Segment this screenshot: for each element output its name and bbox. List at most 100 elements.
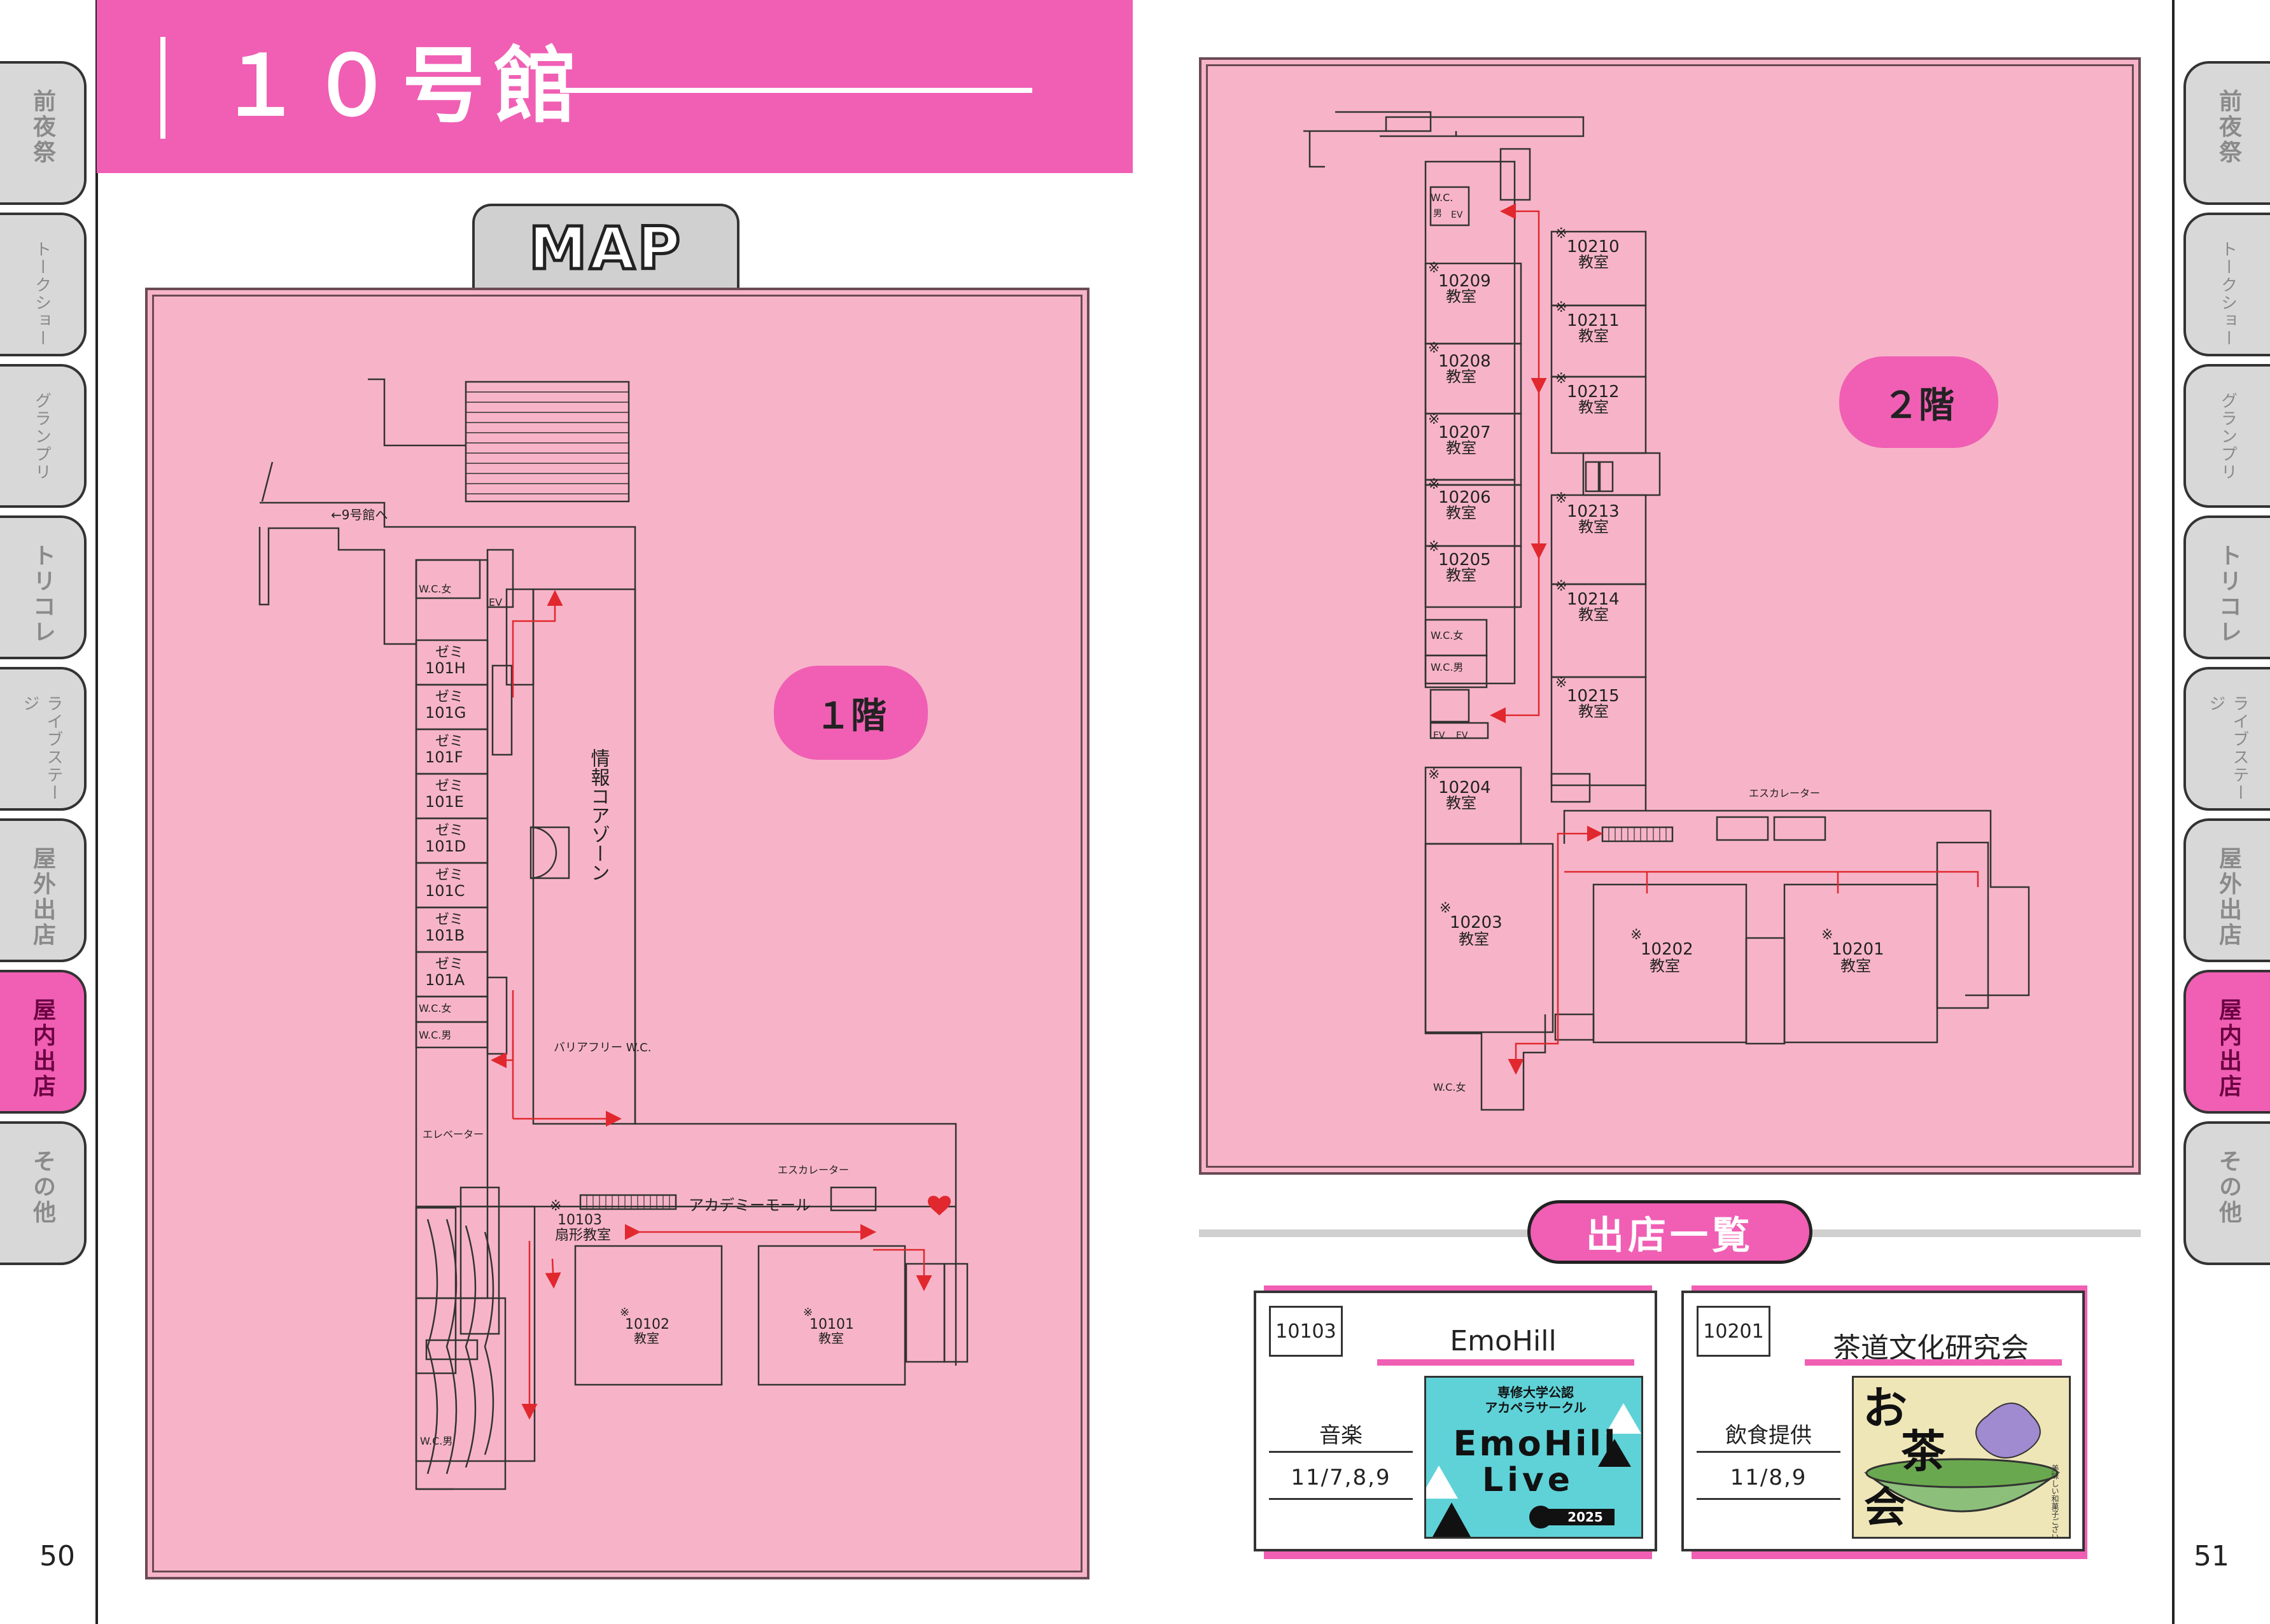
side-tab-4[interactable]: トリコレ bbox=[0, 515, 87, 659]
room-10203-name: 教室 bbox=[1459, 930, 1489, 948]
side-tab-label: 屋内出店 bbox=[29, 998, 55, 1100]
room-10215-number: 10215 bbox=[1567, 687, 1620, 706]
room-10101-number: 10101 bbox=[809, 1317, 854, 1333]
shop-genre: 音楽 bbox=[1319, 1423, 1363, 1448]
side-tab-1[interactable]: 前夜祭 bbox=[0, 61, 87, 205]
seminar-prefix: ゼミ bbox=[435, 867, 463, 883]
side-tab-label: 屋外出店 bbox=[29, 846, 55, 948]
wc-women-label-f2: W.C.女 bbox=[1431, 629, 1463, 641]
side-tab-4[interactable]: トリコレ bbox=[2183, 515, 2270, 659]
header-accent-bar bbox=[160, 37, 165, 139]
room-10102-name: 教室 bbox=[634, 1331, 659, 1346]
poster-subtitle: Live bbox=[1482, 1461, 1574, 1499]
shop-card-10103[interactable]: 10103 EmoHill 音楽 11/7,8,9 専修大学公認 アカペラサーク… bbox=[1254, 1291, 1657, 1551]
poster-cha: 茶 bbox=[1901, 1425, 1946, 1478]
shop-genre: 飲食提供 bbox=[1725, 1423, 1812, 1448]
side-tab-7[interactable]: 屋内出店 bbox=[0, 970, 87, 1114]
floor2-floorplan: W.C. 男 EV W.C.女 W.C.男 EV EV エスカレーター W.C.… bbox=[1303, 111, 2030, 1111]
side-tab-label: トリコレ bbox=[2215, 543, 2241, 645]
barrier-free-wc-label: バリアフリー W.C. bbox=[554, 1041, 651, 1054]
room-10204-number: 10204 bbox=[1438, 778, 1491, 797]
side-tab-3[interactable]: グランプリ bbox=[0, 364, 87, 508]
left-page-edge bbox=[95, 0, 98, 1624]
side-tab-1[interactable]: 前夜祭 bbox=[2183, 61, 2270, 205]
room-10214-number: 10214 bbox=[1567, 590, 1620, 609]
room-10210-name: 教室 bbox=[1578, 253, 1609, 271]
seminar-room-101F: 101F bbox=[425, 748, 463, 766]
wc-women-label-2: W.C.女 bbox=[419, 1002, 451, 1014]
map-tab-label: MAP bbox=[472, 204, 739, 290]
room-10201-number: 10201 bbox=[1832, 940, 1884, 959]
room-mark: ※ bbox=[803, 1306, 813, 1319]
room-mark: ※ bbox=[1555, 578, 1567, 594]
floor1-floorplan: ←9号館へ W.C.女 EV 情報コアゾーン バリアフリー W.C. エレベータ… bbox=[258, 378, 969, 1490]
room-10212-name: 教室 bbox=[1578, 398, 1609, 416]
wc-men-label: W.C.男 bbox=[419, 1029, 451, 1041]
side-tab-6[interactable]: 屋外出店 bbox=[0, 818, 87, 962]
room-10101-name: 教室 bbox=[818, 1331, 844, 1346]
side-tab-label: グランプリ bbox=[32, 392, 52, 481]
floor2-map: W.C. 男 EV W.C.女 W.C.男 EV EV エスカレーター W.C.… bbox=[1199, 57, 2141, 1175]
side-tab-8[interactable]: その他 bbox=[2183, 1121, 2270, 1265]
side-tab-label: トークショー bbox=[2218, 241, 2238, 347]
side-tab-5[interactable]: ライブステージ bbox=[2183, 667, 2270, 811]
room-10213-number: 10213 bbox=[1567, 502, 1620, 521]
room-10213-name: 教室 bbox=[1578, 518, 1609, 536]
side-tab-label: グランプリ bbox=[2218, 392, 2238, 481]
shop-card-10201[interactable]: 10201 茶道文化研究会 飲食提供 11/8,9 お 茶 会 美味しい和菓子ご… bbox=[1681, 1291, 2085, 1551]
wc-men-label-f2-2: W.C.男 bbox=[1431, 661, 1463, 673]
emohill-poster-art: 専修大学公認 アカペラサークル EmoHill Live 2025 bbox=[1426, 1385, 1641, 1537]
shop-name: 茶道文化研究会 bbox=[1833, 1332, 2029, 1364]
poster-line2: アカペラサークル bbox=[1485, 1400, 1586, 1415]
seminar-room-101D: 101D bbox=[425, 837, 466, 855]
page-title: １０号館 bbox=[219, 38, 586, 134]
page-number-right: 51 bbox=[2194, 1540, 2229, 1572]
side-tab-3[interactable]: グランプリ bbox=[2183, 364, 2270, 508]
side-tab-2[interactable]: トークショー bbox=[0, 213, 87, 356]
seminar-prefix: ゼミ bbox=[435, 912, 463, 928]
side-tab-5[interactable]: ライブステージ bbox=[0, 667, 87, 811]
side-tab-label: トリコレ bbox=[29, 543, 55, 645]
shop-room-id: 10201 bbox=[1697, 1306, 1770, 1357]
room-10203-number: 10203 bbox=[1450, 913, 1503, 932]
room-10102-number: 10102 bbox=[625, 1317, 669, 1333]
shop-name-underline bbox=[1805, 1359, 2062, 1366]
room-10208-number: 10208 bbox=[1438, 352, 1491, 371]
wc-men-label-f2: 男 bbox=[1433, 209, 1442, 219]
floor1-badge: １階 bbox=[774, 666, 928, 760]
room-10209-number: 10209 bbox=[1438, 272, 1491, 291]
emohill-poster: 専修大学公認 アカペラサークル EmoHill Live 2025 bbox=[1424, 1376, 1643, 1539]
seminar-prefix: ゼミ bbox=[435, 689, 463, 705]
seminar-room-101H: 101H bbox=[425, 659, 466, 677]
room-10103-name: 扇形教室 bbox=[555, 1228, 611, 1243]
shop-dates: 11/8,9 bbox=[1730, 1465, 1807, 1490]
room-mark: ※ bbox=[1440, 900, 1451, 916]
room-10202-number: 10202 bbox=[1641, 940, 1693, 959]
side-tab-label: 屋内出店 bbox=[2215, 998, 2241, 1100]
shop-name-underline bbox=[1377, 1359, 1634, 1366]
room-10205-number: 10205 bbox=[1438, 550, 1491, 570]
side-tab-label: その他 bbox=[2215, 1149, 2241, 1226]
side-tab-8[interactable]: その他 bbox=[0, 1121, 87, 1265]
seminar-room-101C: 101C bbox=[425, 882, 465, 900]
room-10209-name: 教室 bbox=[1446, 288, 1476, 305]
seminar-room-101E: 101E bbox=[425, 793, 464, 811]
room-10212-number: 10212 bbox=[1567, 382, 1620, 402]
tea-ceremony-poster: お 茶 会 美味しい和菓子ございます。 bbox=[1852, 1376, 2071, 1539]
poster-o: お bbox=[1863, 1382, 1907, 1434]
side-tab-7[interactable]: 屋内出店 bbox=[2183, 970, 2270, 1114]
page-header bbox=[97, 0, 1133, 173]
side-tab-6[interactable]: 屋外出店 bbox=[2183, 818, 2270, 962]
side-tab-2[interactable]: トークショー bbox=[2183, 213, 2270, 356]
room-10214-name: 教室 bbox=[1578, 606, 1609, 624]
room-mark: ※ bbox=[1428, 477, 1440, 493]
ev-label-f2-3: EV bbox=[1456, 731, 1468, 741]
room-mark: ※ bbox=[1630, 927, 1642, 943]
room-10204-name: 教室 bbox=[1446, 794, 1476, 812]
room-10208-name: 教室 bbox=[1446, 368, 1476, 386]
side-tab-label: トークショー bbox=[32, 241, 52, 347]
poster-line1: 専修大学公認 bbox=[1497, 1385, 1574, 1400]
ev-label-f2-2: EV bbox=[1433, 731, 1445, 741]
room-10201-name: 教室 bbox=[1840, 957, 1871, 975]
side-tab-label: ライブステージ bbox=[2206, 695, 2249, 802]
